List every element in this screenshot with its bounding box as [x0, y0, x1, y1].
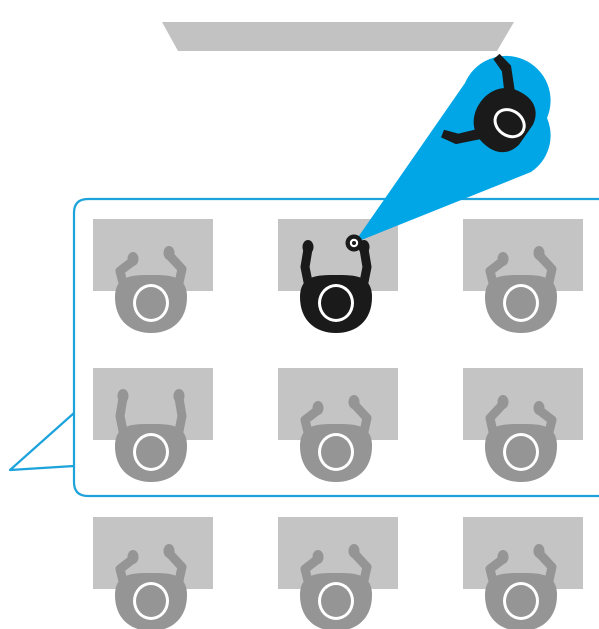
desk-grid: [93, 219, 583, 629]
clicker-device-icon: [346, 235, 363, 252]
projection-screen-icon: [162, 22, 514, 51]
